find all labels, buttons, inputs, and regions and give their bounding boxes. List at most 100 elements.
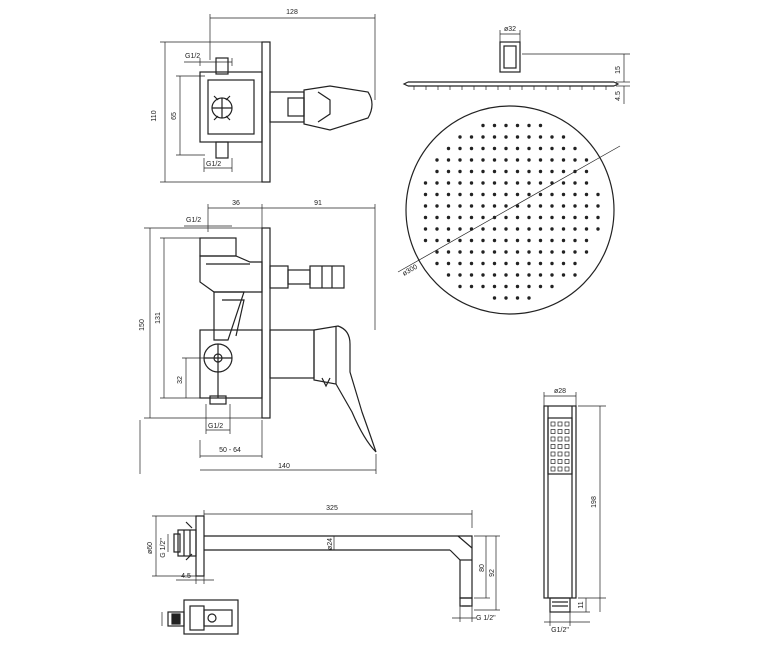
nozzle-dot — [504, 261, 508, 266]
nozzle-dot — [446, 238, 451, 243]
nozzle-dot — [515, 238, 520, 243]
nozzle-dot — [538, 192, 543, 197]
hand-nozzle — [550, 429, 556, 434]
nozzle-dot — [596, 215, 600, 220]
nozzle-dot — [469, 204, 474, 208]
nozzle-dot — [573, 273, 577, 277]
dim-range: 50 - 64 — [219, 447, 241, 454]
nozzle-dot — [435, 181, 439, 185]
nozzle-dot — [561, 227, 566, 231]
nozzle-dot — [492, 284, 497, 289]
nozzle-dot — [469, 135, 474, 139]
nozzle-dot — [481, 146, 485, 151]
hand-nozzle — [550, 466, 556, 472]
nozzle-dot — [538, 250, 543, 254]
nozzle-dot — [550, 158, 554, 162]
nozzle-dot — [550, 261, 554, 266]
hand-shower: ø28 198 11 G1/2" — [543, 388, 606, 634]
nozzle-dot — [573, 146, 577, 151]
nozzle-dot — [423, 204, 428, 208]
nozzle-dot — [435, 261, 439, 266]
nozzle-dot — [515, 204, 520, 208]
dim-110: 110 — [151, 110, 158, 121]
nozzle-dot — [573, 158, 577, 162]
nozzle-dot — [458, 192, 462, 197]
nozzle-dot — [561, 261, 566, 266]
nozzle-dot — [446, 261, 451, 266]
thread-bottom-label: G1/2 — [206, 161, 221, 168]
nozzle-dot — [458, 238, 462, 243]
dim-128: 128 — [286, 9, 298, 16]
nozzle-dot — [446, 146, 451, 151]
nozzle-dot — [550, 192, 554, 197]
nozzle-dot — [527, 227, 531, 231]
nozzle-dot — [435, 204, 439, 208]
hand-nozzle — [557, 444, 563, 449]
nozzle-dot — [481, 227, 485, 231]
hand-nozzle — [550, 421, 556, 427]
nozzle-dot — [596, 204, 600, 208]
hand-nozzle — [557, 421, 563, 427]
nozzle-dot — [469, 181, 474, 185]
nozzle-dot — [515, 250, 520, 254]
nozzle-dot — [550, 169, 554, 174]
dim-15: 15 — [615, 66, 622, 74]
dim-hand-length: 198 — [591, 496, 598, 508]
nozzle-dot — [527, 204, 531, 208]
dim-flange-thickness: 4.5 — [181, 573, 191, 580]
nozzle-dot — [481, 204, 485, 208]
nozzle-dot — [446, 215, 451, 220]
nozzle-dot — [527, 135, 531, 139]
thread-hand-label: G1/2" — [551, 627, 569, 634]
nozzle-dot — [504, 296, 508, 300]
nozzle-dot — [584, 238, 589, 243]
nozzle-dot — [469, 215, 474, 220]
nozzle-dot — [458, 146, 462, 151]
nozzle-dot — [584, 227, 589, 231]
nozzle-dot — [492, 261, 497, 266]
nozzle-dot — [515, 123, 520, 128]
nozzle-dot — [561, 204, 566, 208]
mixer-top-view: 128 110 65 G1/2 — [151, 9, 376, 183]
overhead-shower: ø32 15 4.5 ø300 — [397, 26, 630, 315]
nozzle-dot — [481, 215, 485, 220]
nozzle-dot — [492, 158, 497, 162]
nozzle-dot — [561, 192, 566, 197]
nozzle-dot — [492, 204, 497, 208]
hand-nozzle — [564, 466, 570, 472]
dim-140: 140 — [278, 463, 290, 470]
dim-diameter: ø300 — [402, 264, 419, 278]
nozzle-dot — [469, 146, 474, 151]
nozzle-dot — [584, 158, 589, 162]
nozzle-dot — [538, 158, 543, 162]
dim-drop-80: 80 — [479, 564, 486, 572]
hand-nozzle — [557, 466, 563, 472]
shower-head-outline — [405, 105, 615, 315]
dim-connector-diameter: ø32 — [504, 26, 516, 33]
nozzle-dot — [584, 204, 589, 208]
nozzle-dot — [527, 181, 531, 185]
nozzle-dot — [423, 192, 428, 197]
nozzle-dot — [527, 215, 531, 220]
nozzle-dot — [527, 273, 531, 277]
nozzle-dot — [492, 135, 497, 139]
nozzle-dot — [458, 250, 462, 254]
thread-bottom-label: G1/2 — [208, 423, 223, 430]
nozzle-dot — [458, 273, 462, 277]
nozzle-dot — [435, 227, 439, 231]
shower-arm: 325 ø24 ø60 G 1/2" 4.5 — [147, 505, 500, 622]
nozzle-dot — [561, 181, 566, 185]
dim-91: 91 — [314, 200, 322, 207]
nozzle-dot — [481, 135, 485, 139]
nozzle-dot — [550, 135, 554, 139]
nozzle-dot — [584, 250, 589, 254]
nozzle-dot — [423, 215, 428, 220]
nozzle-grid — [423, 123, 600, 300]
nozzle-dot — [469, 250, 474, 254]
nozzle-ticks — [413, 86, 607, 90]
nozzle-dot — [481, 169, 485, 174]
hand-nozzle — [550, 444, 556, 449]
nozzle-dot — [515, 192, 520, 197]
nozzle-dot — [538, 238, 543, 243]
